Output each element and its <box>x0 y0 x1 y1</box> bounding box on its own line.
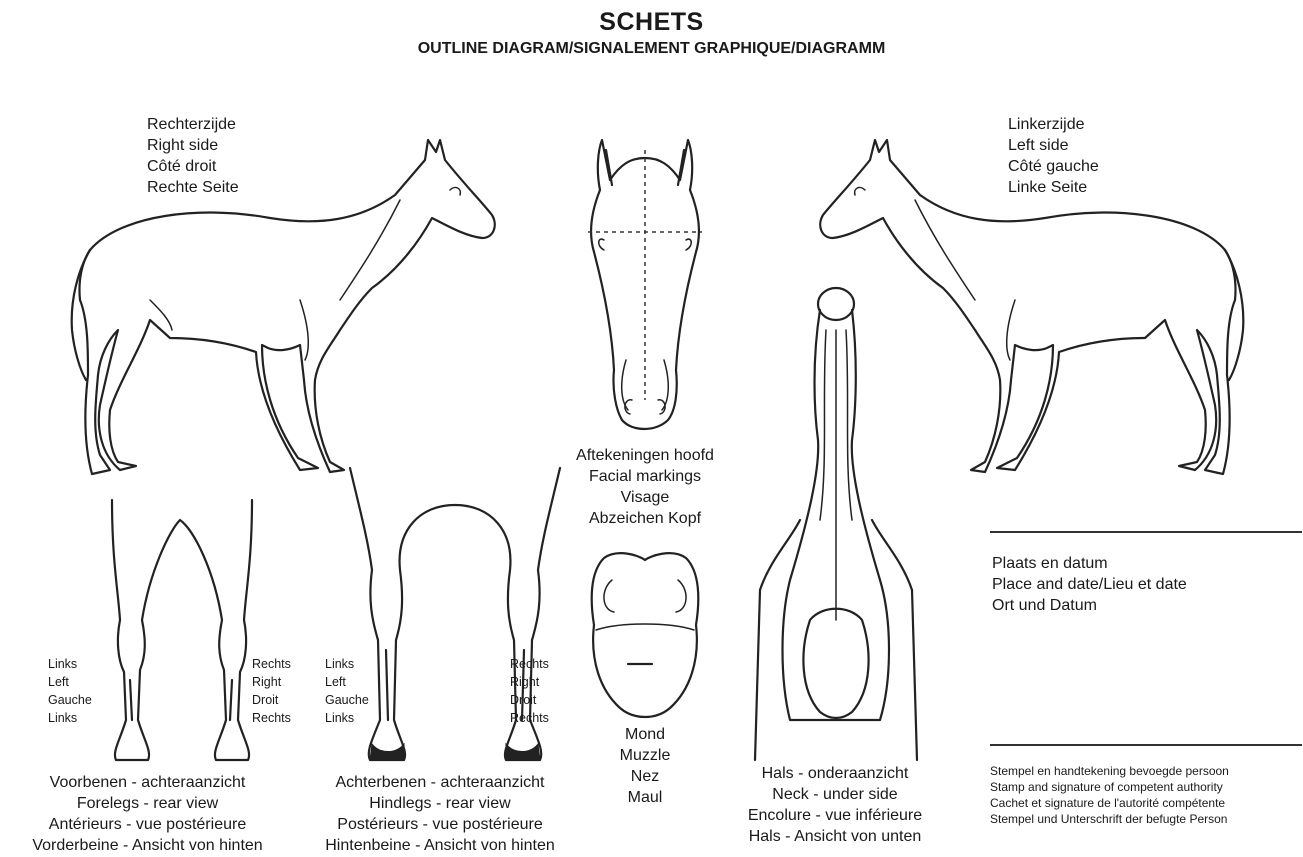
hindlegs-right-label: Rechts Right Droit Rechts <box>510 655 549 727</box>
place-date-label: Plaats en datum Place and date/Lieu et d… <box>992 553 1187 616</box>
hindlegs-caption-fr: Postérieurs - vue postérieure <box>295 814 585 835</box>
hindlegs-right-en: Right <box>510 673 549 691</box>
hindlegs-caption-de: Hintenbeine - Ansicht von hinten <box>295 835 585 856</box>
hindlegs-right-fr: Droit <box>510 691 549 709</box>
muzzle-label: Mond Muzzle Nez Maul <box>585 724 705 808</box>
forelegs-caption-nl: Voorbenen - achteraanzicht <box>0 772 295 793</box>
hindlegs-right-nl: Rechts <box>510 655 549 673</box>
neck-caption: Hals - onderaanzicht Neck - under side E… <box>725 763 945 847</box>
neck-underside-drawing[interactable] <box>755 288 917 760</box>
place-date-de: Ort und Datum <box>992 595 1187 616</box>
forelegs-left-nl: Links <box>48 655 92 673</box>
place-date-nl: Plaats en datum <box>992 553 1187 574</box>
left-side-label-de: Linke Seite <box>1008 177 1099 198</box>
facial-label-en: Facial markings <box>545 466 745 487</box>
stamp-signature-rule[interactable] <box>990 744 1302 746</box>
forelegs-right-label: Rechts Right Droit Rechts <box>252 655 291 727</box>
neck-caption-nl: Hals - onderaanzicht <box>725 763 945 784</box>
forelegs-caption-fr: Antérieurs - vue postérieure <box>0 814 295 835</box>
hindlegs-caption-en: Hindlegs - rear view <box>295 793 585 814</box>
right-side-label-fr: Côté droit <box>147 156 239 177</box>
neck-caption-de: Hals - Ansicht von unten <box>725 826 945 847</box>
muzzle-label-nl: Mond <box>585 724 705 745</box>
stamp-label-fr: Cachet et signature de l'autorité compét… <box>990 795 1229 811</box>
place-date-rule[interactable] <box>990 531 1302 533</box>
forelegs-left-fr: Gauche <box>48 691 92 709</box>
muzzle-label-de: Maul <box>585 787 705 808</box>
hindlegs-right-de: Rechts <box>510 709 549 727</box>
muzzle-label-fr: Nez <box>585 766 705 787</box>
forelegs-right-fr: Droit <box>252 691 291 709</box>
left-side-label-en: Left side <box>1008 135 1099 156</box>
forelegs-left-de: Links <box>48 709 92 727</box>
muzzle-drawing[interactable] <box>592 553 699 717</box>
right-side-label-nl: Rechterzijde <box>147 114 239 135</box>
hindlegs-left-label: Links Left Gauche Links <box>325 655 369 727</box>
hindlegs-left-fr: Gauche <box>325 691 369 709</box>
facial-markings-label: Aftekeningen hoofd Facial markings Visag… <box>545 445 745 529</box>
place-date-en-fr: Place and date/Lieu et date <box>992 574 1187 595</box>
stamp-signature-label: Stempel en handtekening bevoegde persoon… <box>990 763 1229 827</box>
forelegs-right-de: Rechts <box>252 709 291 727</box>
head-front-drawing[interactable] <box>588 140 702 429</box>
forelegs-right-en: Right <box>252 673 291 691</box>
stamp-label-de: Stempel und Unterschrift der befugte Per… <box>990 811 1229 827</box>
neck-caption-en: Neck - under side <box>725 784 945 805</box>
forelegs-left-label: Links Left Gauche Links <box>48 655 92 727</box>
forelegs-caption-en: Forelegs - rear view <box>0 793 295 814</box>
forelegs-caption: Voorbenen - achteraanzicht Forelegs - re… <box>0 772 295 856</box>
hindlegs-left-en: Left <box>325 673 369 691</box>
forelegs-caption-de: Vorderbeine - Ansicht von hinten <box>0 835 295 856</box>
forelegs-rear-drawing[interactable] <box>112 500 252 760</box>
hindlegs-caption: Achterbenen - achteraanzicht Hindlegs - … <box>295 772 585 856</box>
right-side-label: Rechterzijde Right side Côté droit Recht… <box>147 114 239 198</box>
forelegs-left-en: Left <box>48 673 92 691</box>
hindlegs-left-nl: Links <box>325 655 369 673</box>
left-side-label-fr: Côté gauche <box>1008 156 1099 177</box>
stamp-label-en: Stamp and signature of competent authori… <box>990 779 1229 795</box>
muzzle-label-en: Muzzle <box>585 745 705 766</box>
stamp-label-nl: Stempel en handtekening bevoegde persoon <box>990 763 1229 779</box>
facial-label-de: Abzeichen Kopf <box>545 508 745 529</box>
forelegs-right-nl: Rechts <box>252 655 291 673</box>
facial-label-fr: Visage <box>545 487 745 508</box>
facial-label-nl: Aftekeningen hoofd <box>545 445 745 466</box>
left-side-label-nl: Linkerzijde <box>1008 114 1099 135</box>
right-side-label-de: Rechte Seite <box>147 177 239 198</box>
horse-right-side-drawing[interactable] <box>72 140 495 474</box>
hindlegs-caption-nl: Achterbenen - achteraanzicht <box>295 772 585 793</box>
neck-caption-fr: Encolure - vue inférieure <box>725 805 945 826</box>
right-side-label-en: Right side <box>147 135 239 156</box>
hindlegs-left-de: Links <box>325 709 369 727</box>
left-side-label: Linkerzijde Left side Côté gauche Linke … <box>1008 114 1099 198</box>
